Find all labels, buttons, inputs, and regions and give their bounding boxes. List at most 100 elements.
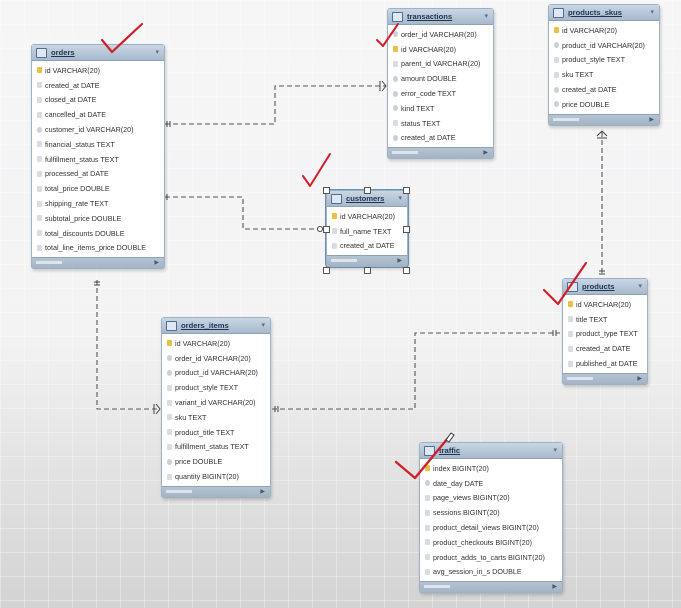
column-row[interactable]: processed_at DATE [32, 167, 164, 182]
column-row[interactable]: parent_id VARCHAR(20) [388, 57, 493, 72]
table-products[interactable]: products ▾ id VARCHAR(20) title TEXT pro… [562, 278, 648, 385]
column-row[interactable]: avg_session_in_s DOUBLE [420, 565, 562, 580]
resize-handle[interactable] [403, 187, 410, 194]
collapse-icon[interactable]: ▾ [638, 283, 642, 290]
column-row[interactable]: financial_status TEXT [32, 137, 164, 152]
column-row[interactable]: kind TEXT [388, 101, 493, 116]
column-row[interactable]: product_type TEXT [563, 327, 647, 342]
table-header[interactable]: orders_items ▾ [162, 318, 270, 334]
column-row[interactable]: fulfillment_status TEXT [162, 440, 270, 455]
column-row[interactable]: created_at DATE [32, 78, 164, 93]
column-row[interactable]: index BIGINT(20) [420, 461, 562, 476]
column-row[interactable]: cancelled_at DATE [32, 107, 164, 122]
column-row[interactable]: published_at DATE [563, 356, 647, 371]
table-footer[interactable]: ▶ [162, 485, 270, 497]
table-customers[interactable]: customers ▾ id VARCHAR(20) full_name TEX… [325, 188, 409, 269]
table-footer[interactable]: ▶ [32, 257, 164, 269]
column-row[interactable]: date_day DATE [420, 476, 562, 491]
column-row[interactable]: page_views BIGINT(20) [420, 491, 562, 506]
column-row[interactable]: created_at DATE [388, 131, 493, 146]
column-icon [37, 230, 42, 237]
column-row[interactable]: product_detail_views BIGINT(20) [420, 520, 562, 535]
expand-arrow-icon[interactable]: ▶ [397, 258, 402, 265]
column-row[interactable]: order_id VARCHAR(20) [162, 351, 270, 366]
column-row[interactable]: price DOUBLE [549, 97, 659, 112]
column-row[interactable]: status TEXT [388, 116, 493, 131]
column-row[interactable]: product_adds_to_carts BIGINT(20) [420, 550, 562, 565]
column-icon [167, 414, 172, 421]
expand-arrow-icon[interactable]: ▶ [483, 150, 488, 157]
resize-handle[interactable] [364, 187, 371, 194]
table-header[interactable]: products_skus ▾ [549, 5, 659, 21]
column-row[interactable]: sessions BIGINT(20) [420, 505, 562, 520]
column-row[interactable]: total_price DOUBLE [32, 181, 164, 196]
resize-handle[interactable] [323, 187, 330, 194]
collapse-icon[interactable]: ▾ [398, 195, 402, 202]
table-products-skus[interactable]: products_skus ▾ id VARCHAR(20) product_i… [548, 4, 660, 126]
column-row[interactable]: created_at DATE [549, 82, 659, 97]
resize-handle[interactable] [403, 267, 410, 274]
collapse-icon[interactable]: ▾ [553, 447, 557, 454]
column-row[interactable]: title TEXT [563, 312, 647, 327]
table-footer[interactable]: ▶ [327, 255, 407, 267]
table-transactions[interactable]: transactions ▾ order_id VARCHAR(20) id V… [387, 8, 494, 160]
primary-key-icon [554, 27, 559, 34]
column-row[interactable]: total_discounts DOUBLE [32, 226, 164, 241]
column-row[interactable]: id VARCHAR(20) [327, 209, 407, 224]
table-header[interactable]: traffic ▾ [420, 443, 562, 459]
collapse-icon[interactable]: ▾ [261, 322, 265, 329]
table-footer[interactable]: ▶ [549, 113, 659, 125]
column-row[interactable]: sku TEXT [549, 67, 659, 82]
expand-arrow-icon[interactable]: ▶ [260, 488, 265, 495]
column-row[interactable]: product_style TEXT [549, 53, 659, 68]
table-header[interactable]: customers ▾ [327, 191, 407, 207]
column-row[interactable]: created_at DATE [327, 239, 407, 254]
column-row[interactable]: quantity BIGINT(20) [162, 469, 270, 484]
table-footer[interactable]: ▶ [420, 581, 562, 593]
column-row[interactable]: subtotal_price DOUBLE [32, 211, 164, 226]
column-row[interactable]: variant_id VARCHAR(20) [162, 395, 270, 410]
collapse-icon[interactable]: ▾ [155, 49, 159, 56]
column-row[interactable]: product_id VARCHAR(20) [549, 38, 659, 53]
column-row[interactable]: fulfillment_status TEXT [32, 152, 164, 167]
expand-arrow-icon[interactable]: ▶ [649, 116, 654, 123]
column-row[interactable]: full_name TEXT [327, 224, 407, 239]
resize-handle[interactable] [323, 226, 330, 233]
resize-handle[interactable] [323, 267, 330, 274]
resize-handle[interactable] [364, 267, 371, 274]
expand-arrow-icon[interactable]: ▶ [154, 260, 159, 267]
column-row[interactable]: product_checkouts BIGINT(20) [420, 535, 562, 550]
column-row[interactable]: price DOUBLE [162, 454, 270, 469]
expand-arrow-icon[interactable]: ▶ [552, 584, 557, 591]
column-row[interactable]: customer_id VARCHAR(20) [32, 122, 164, 137]
table-orders-items[interactable]: orders_items ▾ id VARCHAR(20) order_id V… [161, 317, 271, 498]
column-row[interactable]: id VARCHAR(20) [563, 297, 647, 312]
column-row[interactable]: sku TEXT [162, 410, 270, 425]
column-row[interactable]: error_code TEXT [388, 86, 493, 101]
table-traffic[interactable]: traffic ▾ index BIGINT(20) date_day DATE… [419, 442, 563, 594]
column-row[interactable]: id VARCHAR(20) [32, 63, 164, 78]
column-row[interactable]: id VARCHAR(20) [162, 336, 270, 351]
resize-handle[interactable] [403, 226, 410, 233]
column-row[interactable]: product_id VARCHAR(20) [162, 366, 270, 381]
column-row[interactable]: order_id VARCHAR(20) [388, 27, 493, 42]
collapse-icon[interactable]: ▾ [484, 13, 488, 20]
table-footer[interactable]: ▶ [563, 372, 647, 384]
column-row[interactable]: closed_at DATE [32, 93, 164, 108]
collapse-icon[interactable]: ▾ [650, 9, 654, 16]
column-row[interactable]: id VARCHAR(20) [549, 23, 659, 38]
column-row[interactable]: product_title TEXT [162, 425, 270, 440]
table-header[interactable]: transactions ▾ [388, 9, 493, 25]
expand-arrow-icon[interactable]: ▶ [637, 375, 642, 382]
column-row[interactable]: id VARCHAR(20) [388, 42, 493, 57]
column-row[interactable]: amount DOUBLE [388, 71, 493, 86]
table-header[interactable]: orders ▾ [32, 45, 164, 61]
table-footer[interactable]: ▶ [388, 147, 493, 159]
column-row[interactable]: product_style TEXT [162, 380, 270, 395]
table-header[interactable]: products ▾ [563, 279, 647, 295]
table-orders[interactable]: orders ▾ id VARCHAR(20) created_at DATE … [31, 44, 165, 270]
column-row[interactable]: total_line_items_price DOUBLE [32, 241, 164, 256]
column-row[interactable]: shipping_rate TEXT [32, 196, 164, 211]
column-row[interactable]: created_at DATE [563, 341, 647, 356]
